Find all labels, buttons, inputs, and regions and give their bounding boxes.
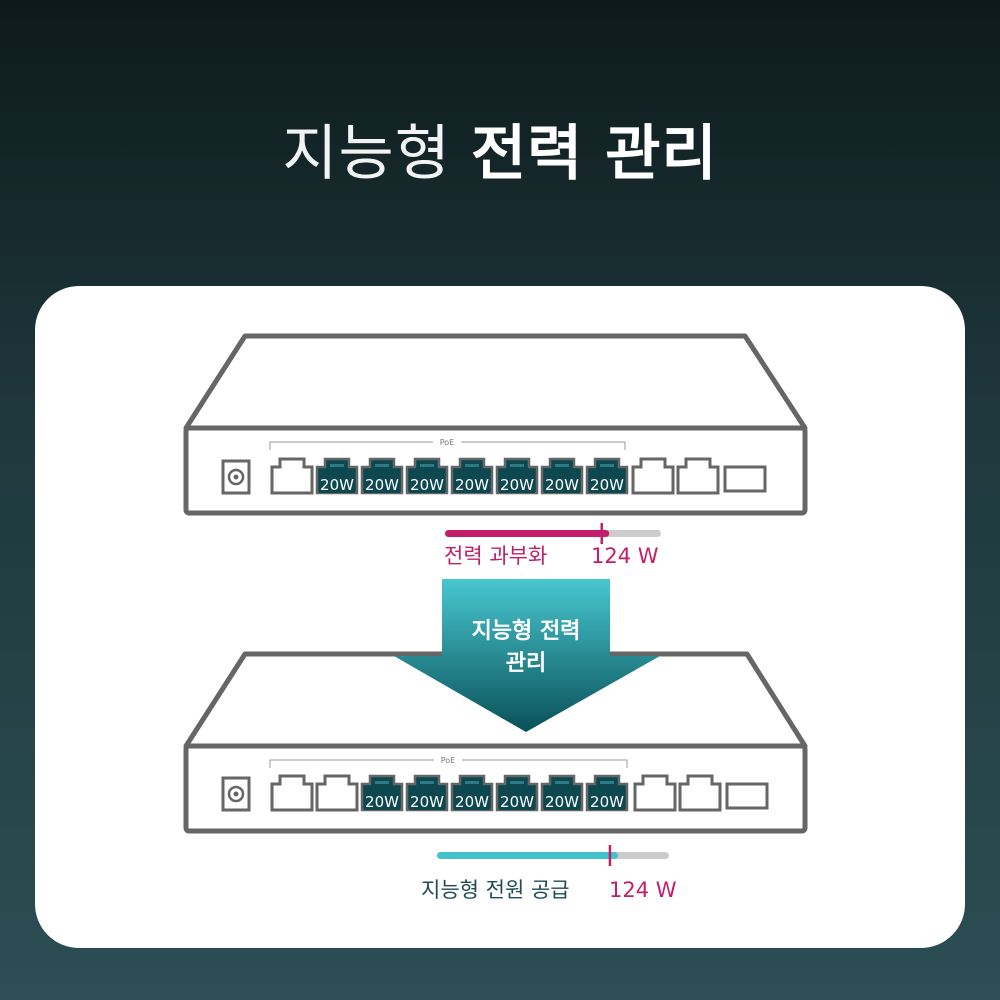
poe-label: PoE: [441, 756, 456, 765]
poe-bracket: PoE: [269, 437, 626, 450]
port-pins-icon: [510, 781, 524, 784]
poe-port-active: 20W: [540, 457, 584, 495]
port-power-label: 20W: [455, 793, 489, 811]
port-power-label: 20W: [410, 476, 444, 494]
port-pins-icon: [465, 781, 479, 784]
port-power-label: 20W: [590, 476, 624, 494]
ethernet-port: [631, 457, 675, 495]
power-jack-icon: [221, 776, 251, 812]
poe-label: PoE: [440, 438, 455, 447]
port-pins-icon: [555, 464, 569, 467]
port-power-label: 20W: [590, 793, 624, 811]
port-power-label: 20W: [365, 476, 399, 494]
poe-bracket: PoE: [269, 755, 628, 768]
switch-overloaded: PoE 20W 20W 20W 20W 20W 20W 20W 전력 과부화 124 W: [183, 333, 808, 568]
ethernet-port: [633, 774, 677, 812]
ethernet-port: [270, 774, 314, 812]
port-pins-icon: [555, 781, 569, 784]
power-management-diagram: PoE 20W 20W 20W 20W 20W 20W 20W 전력 과부화 124 W: [183, 333, 808, 902]
title-bold: 전력 관리: [470, 119, 718, 189]
port-power-label: 20W: [365, 793, 399, 811]
switch-managed: PoE 20W 20W 20W 20W 20W 20W 지능형 전원 공급 124 W: [183, 651, 808, 902]
port-power-label: 20W: [545, 476, 579, 494]
port-power-label: 20W: [410, 793, 444, 811]
poe-port-active: 20W: [360, 457, 404, 495]
arrow-label-line1: 지능형 전력: [472, 619, 581, 644]
ethernet-port: [676, 457, 720, 495]
diagram-card: PoE 20W 20W 20W 20W 20W 20W 20W 전력 과부화 124 W: [35, 286, 965, 948]
port-power-label: 20W: [500, 793, 534, 811]
port-pins-icon: [375, 464, 389, 467]
power-bar: [437, 845, 669, 866]
poe-port-active: 20W: [450, 774, 494, 812]
arrow-label-line2: 관리: [506, 651, 546, 676]
poe-port-active: 20W: [540, 774, 584, 812]
port-pins-icon: [375, 781, 389, 784]
port-pins-icon: [420, 464, 434, 467]
power-value: 124 W: [591, 544, 659, 568]
poe-port-active: 20W: [360, 774, 404, 812]
port-row: 20W 20W 20W 20W 20W 20W: [270, 774, 722, 812]
poe-port-active: 20W: [450, 457, 494, 495]
port-power-label: 20W: [320, 476, 354, 494]
power-caption: 지능형 전원 공급: [421, 878, 570, 902]
ethernet-port: [678, 774, 722, 812]
sfp-slot: [723, 465, 767, 493]
port-pins-icon: [600, 781, 614, 784]
poe-port-active: 20W: [405, 457, 449, 495]
poe-port-active: 20W: [495, 457, 539, 495]
ethernet-port: [270, 457, 314, 495]
port-pins-icon: [420, 781, 434, 784]
port-pins-icon: [510, 464, 524, 467]
poe-port-active: 20W: [495, 774, 539, 812]
power-bar: [445, 523, 661, 544]
poe-port-active: 20W: [585, 457, 629, 495]
power-value: 124 W: [609, 878, 677, 902]
power-caption: 전력 과부화: [444, 544, 547, 568]
port-row: 20W 20W 20W 20W 20W 20W 20W: [270, 457, 720, 495]
port-power-label: 20W: [545, 793, 579, 811]
poe-port-active: 20W: [405, 774, 449, 812]
sfp-slot: [725, 782, 769, 810]
port-pins-icon: [600, 464, 614, 467]
poe-port-active: 20W: [585, 774, 629, 812]
power-jack-icon: [221, 459, 251, 495]
ethernet-port: [315, 774, 359, 812]
port-pins-icon: [465, 464, 479, 467]
poe-port-active: 20W: [315, 457, 359, 495]
port-pins-icon: [330, 464, 344, 467]
port-power-label: 20W: [455, 476, 489, 494]
port-power-label: 20W: [500, 476, 534, 494]
down-arrow: 지능형 전력 관리: [394, 579, 660, 732]
title-light: 지능형: [282, 119, 451, 189]
page-title: 지능형 전력 관리: [0, 118, 1000, 190]
